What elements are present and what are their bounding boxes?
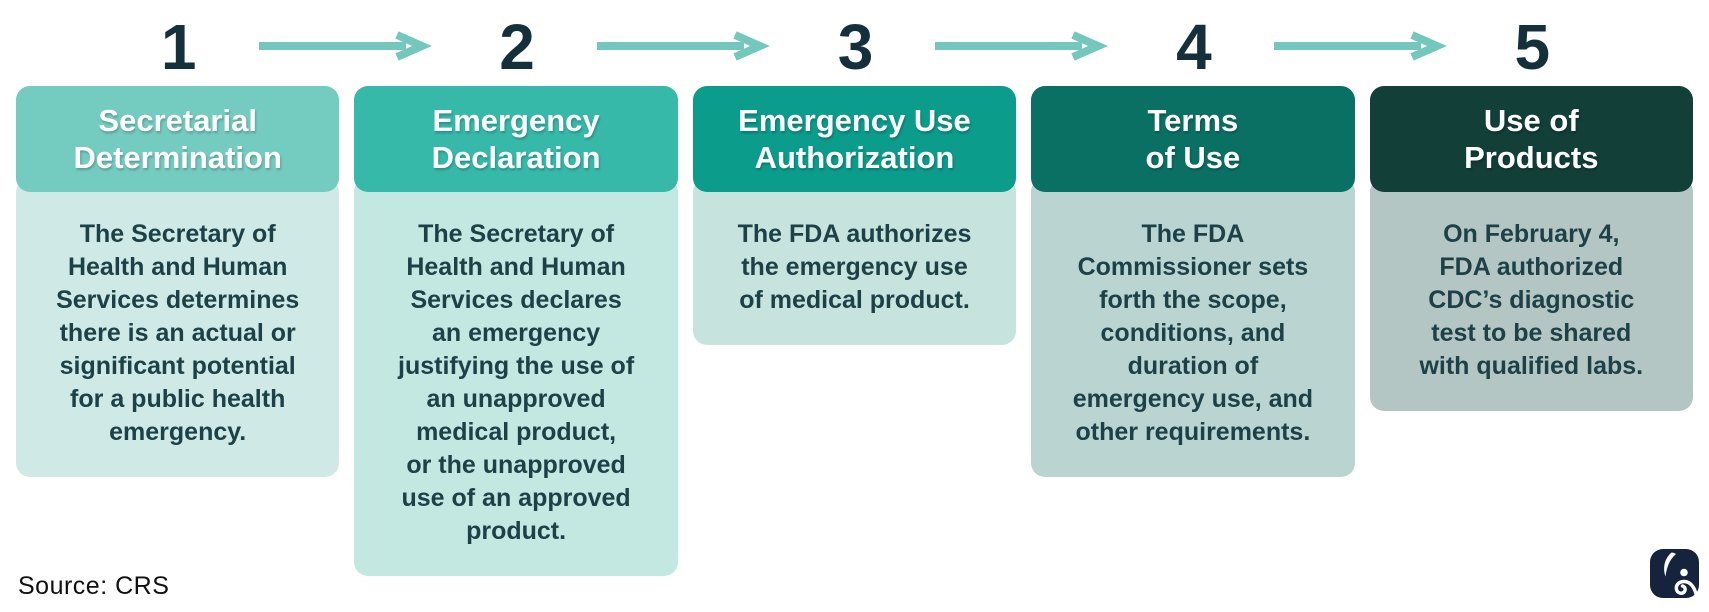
step-number-4: 4 (1176, 11, 1212, 83)
step-card-secretarial-determination: Secretarial Determination The Secretary … (16, 86, 340, 477)
step-cards-row: Secretarial Determination The Secretary … (0, 86, 1709, 576)
step-description: The FDA Commissioner sets forth the scop… (1031, 178, 1355, 477)
step-card-emergency-declaration: Emergency Declaration The Secretary of H… (354, 86, 678, 576)
step-number-cell-2: 2 (354, 0, 771, 86)
step-description: On February 4, FDA authorized CDC’s diag… (1369, 178, 1693, 411)
step-description: The Secretary of Health and Human Servic… (16, 178, 340, 477)
step-number-5: 5 (1514, 11, 1550, 83)
step-card-emergency-use-authorization: Emergency Use Authorization The FDA auth… (692, 86, 1017, 345)
step-title: Terms of Use (1031, 86, 1355, 192)
arrow-right-icon (932, 31, 1114, 62)
step-number-cell-1: 1 (16, 0, 432, 86)
step-description: The Secretary of Health and Human Servic… (354, 178, 678, 576)
step-number-cell-4: 4 (1031, 0, 1447, 86)
step-card-terms-of-use: Terms of Use The FDA Commissioner sets f… (1031, 86, 1355, 477)
step-number-cell-3: 3 (693, 0, 1109, 86)
source-attribution: Source: CRS (18, 572, 170, 600)
step-number-row: 1 2 3 (0, 0, 1709, 86)
step-title: Emergency Declaration (354, 86, 678, 192)
elephant-icon (1650, 549, 1699, 598)
step-number-2: 2 (499, 11, 535, 83)
step-number-cell-5: 5 (1370, 0, 1693, 86)
arrow-right-icon (256, 31, 438, 62)
step-number-3: 3 (837, 11, 874, 83)
step-title: Emergency Use Authorization (692, 86, 1017, 192)
step-card-use-of-products: Use of Products On February 4, FDA autho… (1369, 86, 1693, 411)
step-number-1: 1 (160, 11, 197, 83)
step-title: Use of Products (1369, 86, 1693, 192)
arrow-right-icon (1271, 31, 1453, 62)
arrow-right-icon (594, 31, 776, 62)
step-description: The FDA authorizes the emergency use of … (692, 178, 1017, 345)
step-title: Secretarial Determination (16, 86, 340, 192)
